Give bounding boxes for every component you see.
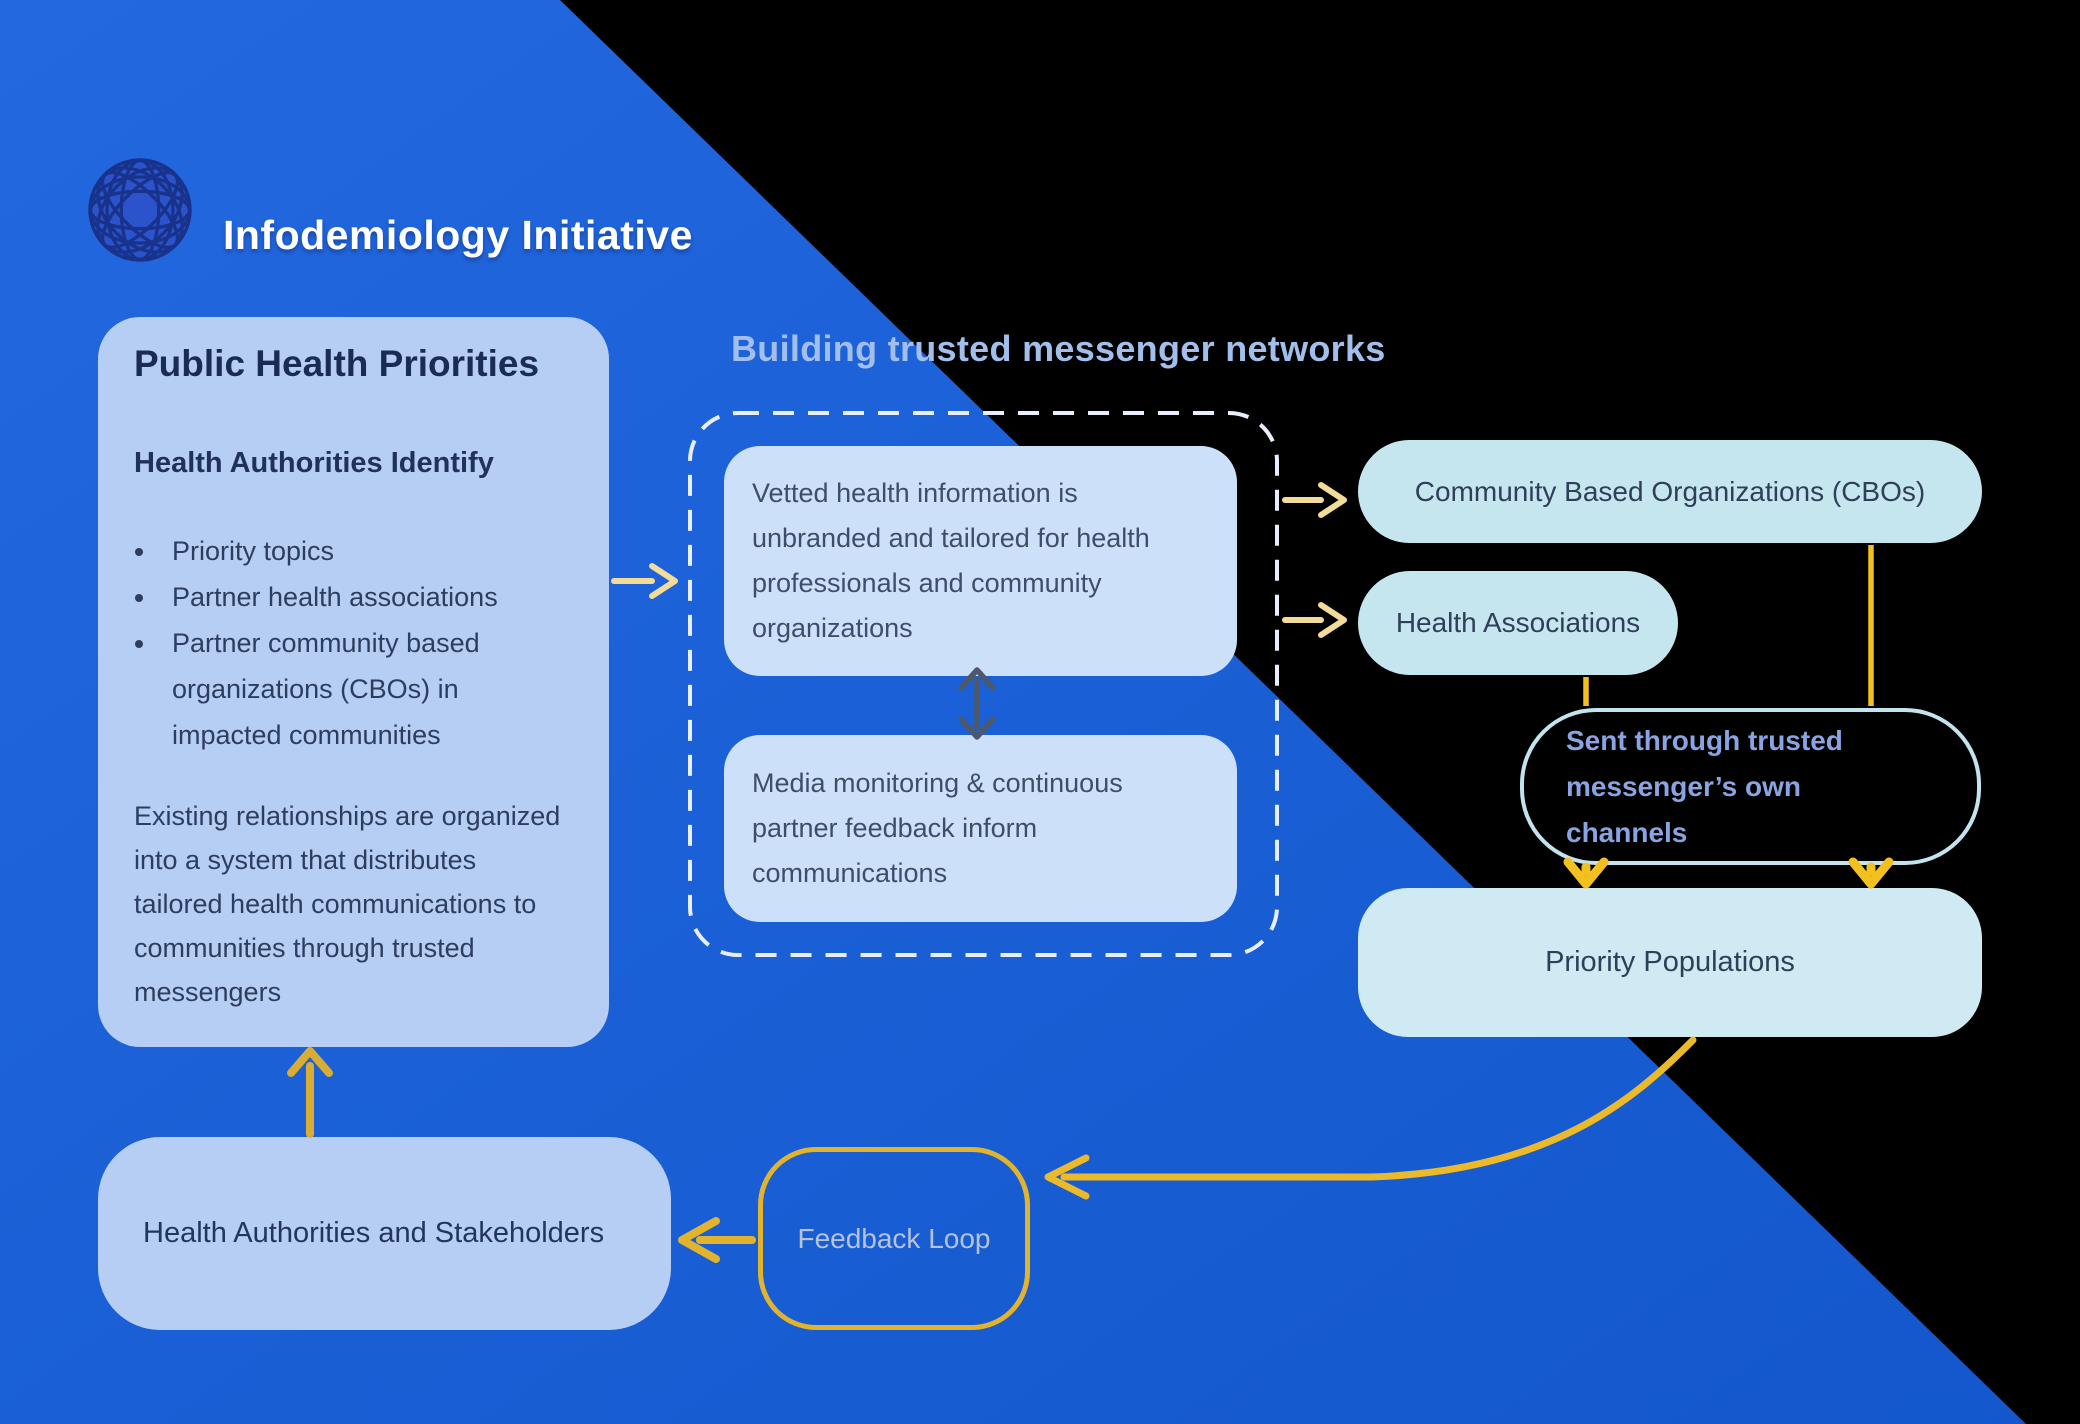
feedback-loop-node: Feedback Loop [758, 1147, 1030, 1330]
node-label: Feedback Loop [797, 1222, 991, 1254]
panel-paragraph: Existing relationships are organized int… [134, 801, 561, 1007]
arrow-stakeholders-to-panel-icon [287, 1047, 333, 1138]
arrow-panel-to-network-icon [611, 563, 678, 599]
priorities-list: Priority topics Partner health associati… [134, 528, 548, 758]
priority-populations-node: Priority Populations [1358, 888, 1982, 1037]
media-monitoring-node: Media monitoring & continuous partner fe… [724, 735, 1237, 922]
node-label: Health Associations [1395, 607, 1641, 638]
list-item: Partner community based organizations (C… [158, 620, 548, 758]
page-title: Infodemiology Initiative [223, 212, 693, 258]
node-label: Media monitoring & continuous partner fe… [752, 768, 1123, 888]
trusted-channels-note: Sent through trusted messenger’s own cha… [1520, 708, 1981, 865]
cbo-node: Community Based Organizations (CBOs) [1358, 440, 1982, 543]
section-heading: Building trusted messenger networks [731, 328, 1386, 369]
arrow-priority-to-feedback-icon [1044, 1036, 1697, 1200]
arrow-feedback-to-stakeholders-icon [678, 1217, 756, 1263]
note-label: Sent through trusted messenger’s own cha… [1566, 724, 1843, 848]
node-label: Vetted health information is unbranded a… [752, 478, 1150, 643]
node-label: Community Based Organizations (CBOs) [1414, 475, 1926, 507]
node-label: Health Authorities and Stakeholders [143, 1217, 605, 1249]
vetted-information-node: Vetted health information is unbranded a… [724, 446, 1237, 676]
panel-title: Public Health Priorities [134, 343, 540, 384]
list-item: Priority topics [158, 528, 548, 574]
double-arrow-icon [958, 667, 996, 740]
health-authorities-stakeholders-node: Health Authorities and Stakeholders [98, 1137, 671, 1330]
public-health-priorities-panel: Public Health Priorities Health Authorit… [98, 317, 609, 1047]
node-label: Priority Populations [1545, 946, 1795, 978]
globe-logo-icon [85, 155, 195, 265]
health-associations-node: Health Associations [1358, 571, 1678, 675]
list-item: Partner health associations [158, 574, 548, 620]
panel-subtitle: Health Authorities Identify [134, 447, 494, 479]
